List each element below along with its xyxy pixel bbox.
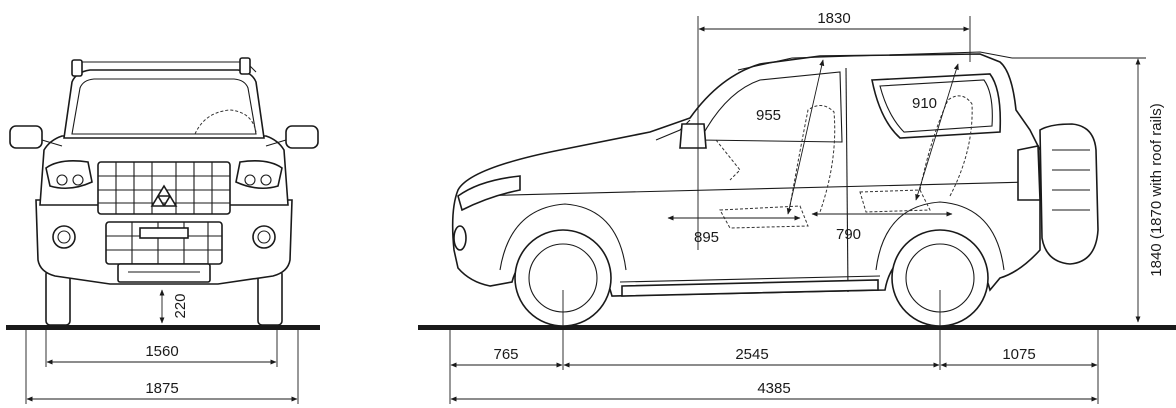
wheelbase-label: 2545 <box>735 346 768 363</box>
rear-headroom-dimension: 910 <box>912 63 959 201</box>
ground-clearance-label: 220 <box>172 293 189 318</box>
overall-height-label: 1840 (1870 with roof rails) <box>1148 103 1165 276</box>
front-headroom-dimension: 955 <box>756 59 825 215</box>
front-legroom-label: 895 <box>694 229 719 246</box>
front-overhang-label: 765 <box>493 346 518 363</box>
front-legroom-dimension: 895 <box>667 215 801 246</box>
overall-width-label: 1875 <box>145 380 178 397</box>
rear-headroom-label: 910 <box>912 95 937 112</box>
ground-clearance-dimension: 220 <box>159 289 189 324</box>
side-vehicle-drawing <box>451 51 1099 327</box>
length-dimensions: 765 2545 1075 4385 <box>449 290 1099 404</box>
rear-legroom-dimension: 790 <box>811 211 953 243</box>
track-width-label: 1560 <box>145 343 178 360</box>
roof-length-label: 1830 <box>817 10 850 27</box>
rear-legroom-label: 790 <box>836 226 861 243</box>
front-headroom-label: 955 <box>756 107 781 124</box>
track-width-dimension: 1560 <box>45 330 278 367</box>
overall-width-dimension: 1875 <box>25 330 299 404</box>
front-vehicle-drawing <box>9 57 319 326</box>
rear-overhang-label: 1075 <box>1002 346 1035 363</box>
overall-height-dimension: 1840 (1870 with roof rails) <box>1012 57 1165 323</box>
overall-length-label: 4385 <box>757 380 790 397</box>
front-view: 220 1560 1875 <box>6 57 320 404</box>
front-ground-line <box>6 325 320 330</box>
side-view: 1830 955 910 895 790 1840 (1870 with roo… <box>418 10 1176 404</box>
side-ground-line <box>418 325 1176 330</box>
roof-length-dimension: 1830 <box>697 10 971 250</box>
